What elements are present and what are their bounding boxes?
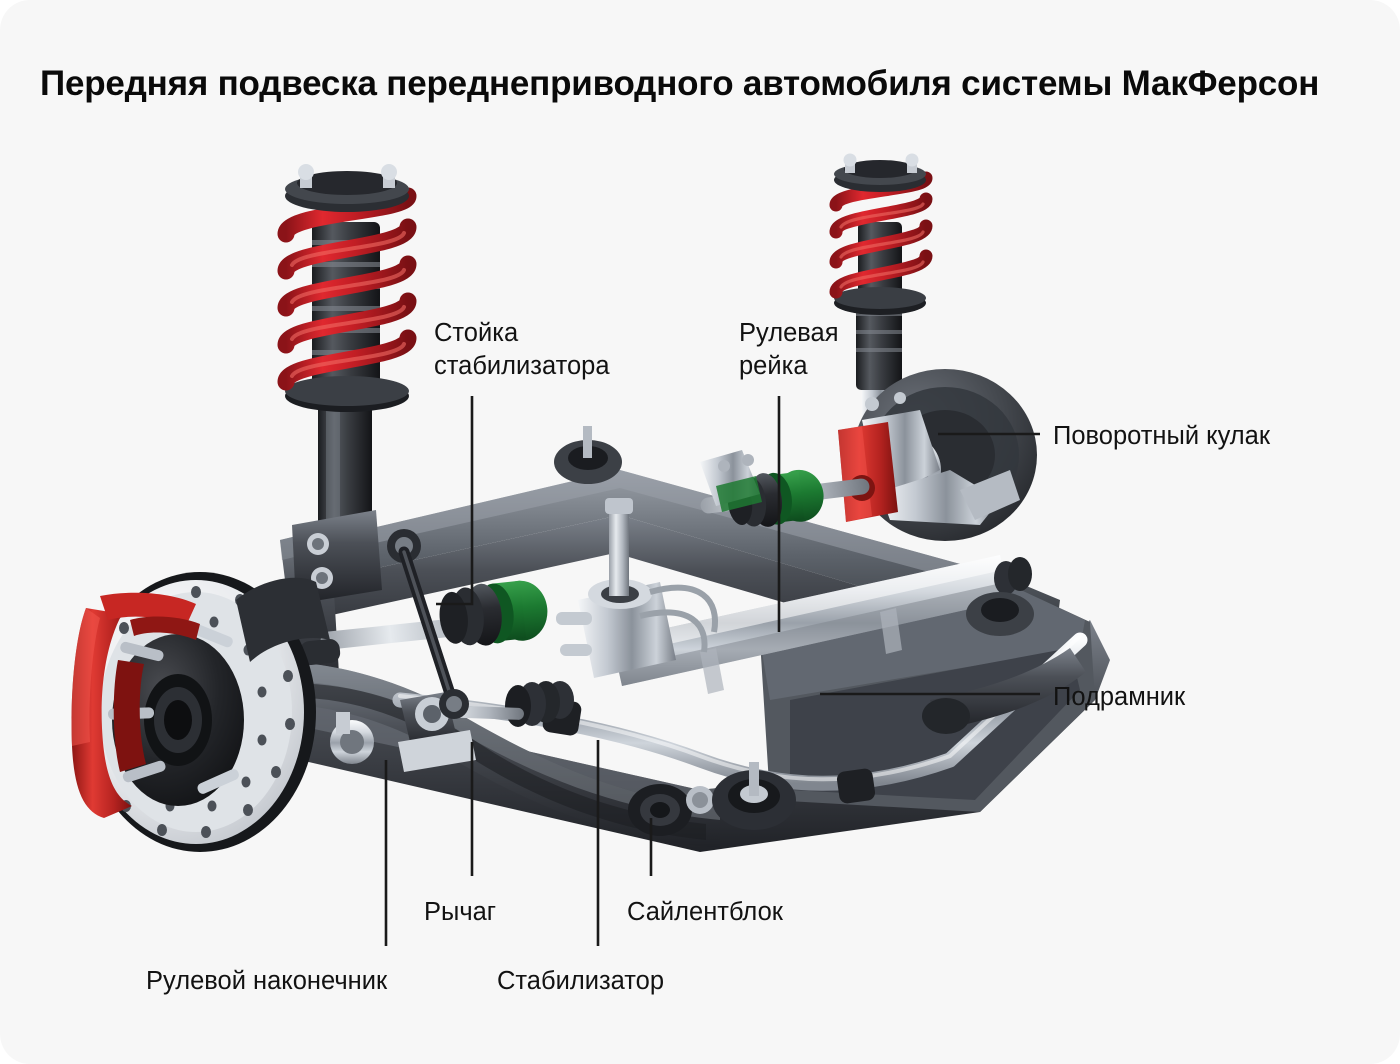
- subframe-mount-rear: [554, 426, 622, 484]
- rack-boot-right: [994, 557, 1032, 595]
- subframe-mount-right: [966, 592, 1034, 636]
- pinion-housing: [556, 498, 676, 678]
- subframe-rear-rail: [300, 470, 1060, 672]
- callout-tie-rod-end: Рулевой наконечник: [146, 967, 388, 995]
- callout-subframe: Подрамник: [1053, 683, 1186, 711]
- leader-lines: [384, 396, 1040, 946]
- control-arm-right: [922, 648, 1086, 734]
- knuckle-left: [236, 577, 330, 662]
- page-title: Передняя подвеска переднеприводного авто…: [40, 64, 1320, 104]
- strut-left: [277, 164, 417, 604]
- steering-rack: [408, 498, 1032, 727]
- brake-assembly-left: [71, 572, 316, 852]
- upper-bracket: [700, 450, 762, 512]
- callout-steering-rack: Рулевая рейка: [739, 319, 839, 380]
- subframe-mount-front: [712, 762, 796, 830]
- stabilizer-link: [387, 529, 469, 719]
- callout-stabilizer-bar: Стабилизатор: [497, 967, 665, 995]
- callout-stabilizer-link: Стойка стабилизатора: [434, 319, 610, 380]
- coil-spring-left-hl: [290, 231, 406, 378]
- control-arm-left: [150, 661, 720, 848]
- leader-stabilizer-link: [436, 396, 474, 606]
- callout-steering-knuckle: Поворотный кулак: [1053, 422, 1271, 450]
- callout-control-arm: Рычаг: [424, 898, 497, 926]
- ball-joint-left: [330, 712, 374, 764]
- brake-caliper-left: [71, 592, 200, 818]
- drive-shaft-left: [299, 580, 548, 666]
- callout-silent-block: Сайлентблок: [627, 898, 783, 926]
